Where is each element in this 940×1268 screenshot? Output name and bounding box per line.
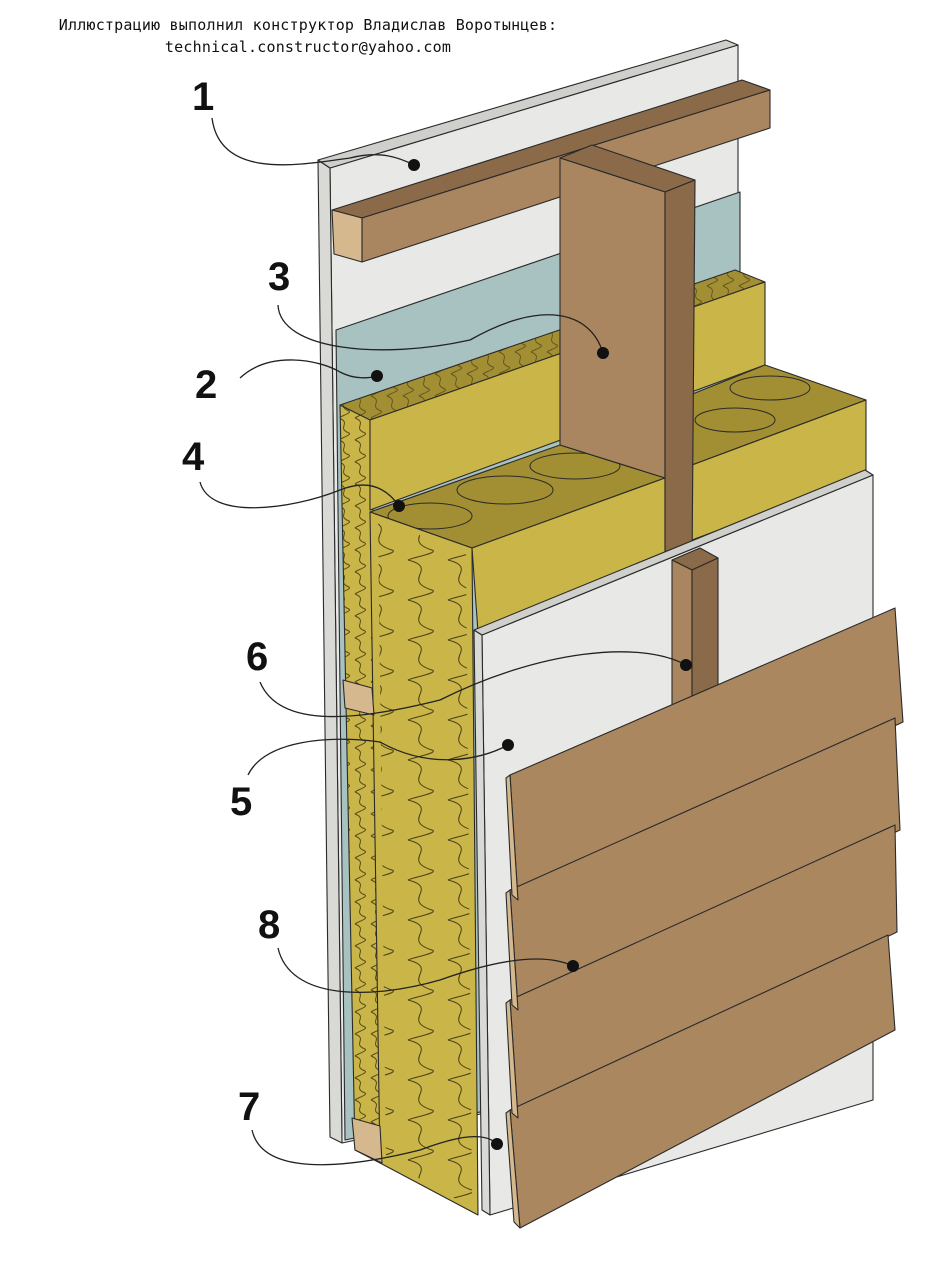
callout-numbers: 1 2 3 4 5 6 7 8 — [182, 75, 290, 1129]
stud-lower-end — [342, 679, 375, 716]
siding-edge-3 — [505, 999, 519, 1119]
main-insulation-block — [369, 444, 666, 1216]
counter-batten-side — [691, 557, 719, 701]
leader-7 — [251, 1129, 498, 1166]
leader-dot-8 — [567, 960, 579, 972]
stud-side — [664, 179, 696, 571]
main-ins-front-pattern — [378, 520, 472, 1208]
callout-number-2: 2 — [195, 363, 217, 407]
callout-number-3: 3 — [268, 255, 290, 299]
thin-insulation-strip — [339, 404, 381, 1164]
leader-5 — [247, 738, 509, 776]
credit-line-1: Иллюстрацию выполнил конструктор Владисл… — [58, 16, 558, 34]
inner-drywall-top — [317, 39, 739, 169]
leader-2 — [239, 359, 378, 379]
leader-dot-3 — [597, 347, 609, 359]
stud-front — [559, 157, 666, 479]
callout-leaders — [199, 117, 692, 1166]
credit-line-2: technical.constructor@yahoo.com — [164, 38, 452, 56]
vertical-wood-stud — [559, 144, 696, 571]
leader-dot-7 — [491, 1138, 503, 1150]
main-ins-wave-2 — [456, 475, 554, 505]
leader-dot-1 — [408, 159, 420, 171]
leader-dot-5 — [502, 739, 514, 751]
leader-1 — [211, 117, 415, 166]
callout-number-4: 4 — [182, 435, 205, 479]
leader-dot-4 — [393, 500, 405, 512]
counter-batten — [671, 547, 719, 709]
leader-dot-6 — [680, 659, 692, 671]
right-ins-wave-2 — [694, 407, 776, 433]
callout-number-5: 5 — [230, 780, 252, 824]
leader-8 — [277, 947, 574, 994]
callout-number-1: 1 — [192, 75, 214, 119]
leader-3 — [277, 304, 604, 354]
batten-end — [331, 209, 363, 263]
author-credit: Иллюстрацию выполнил конструктор Владисл… — [0, 14, 616, 58]
siding-edge-1 — [505, 774, 519, 901]
leader-dot-2 — [371, 370, 383, 382]
leader-4 — [199, 481, 400, 509]
leader-6 — [259, 651, 687, 718]
callout-number-6: 6 — [246, 635, 268, 679]
callout-number-7: 7 — [238, 1085, 260, 1129]
siding-edge-4 — [505, 1109, 521, 1229]
sheathing-top — [473, 469, 874, 636]
strip-pattern — [340, 405, 380, 1163]
callout-number-8: 8 — [258, 903, 280, 947]
main-ins-wave-3 — [529, 452, 621, 480]
wood-siding — [505, 607, 904, 1229]
bottom-wood-end — [351, 1117, 383, 1164]
main-ins-wave-1 — [387, 502, 473, 530]
siding-edge-2 — [505, 889, 519, 1011]
right-ins-wave-1 — [729, 375, 811, 401]
counter-batten-front — [671, 559, 693, 709]
